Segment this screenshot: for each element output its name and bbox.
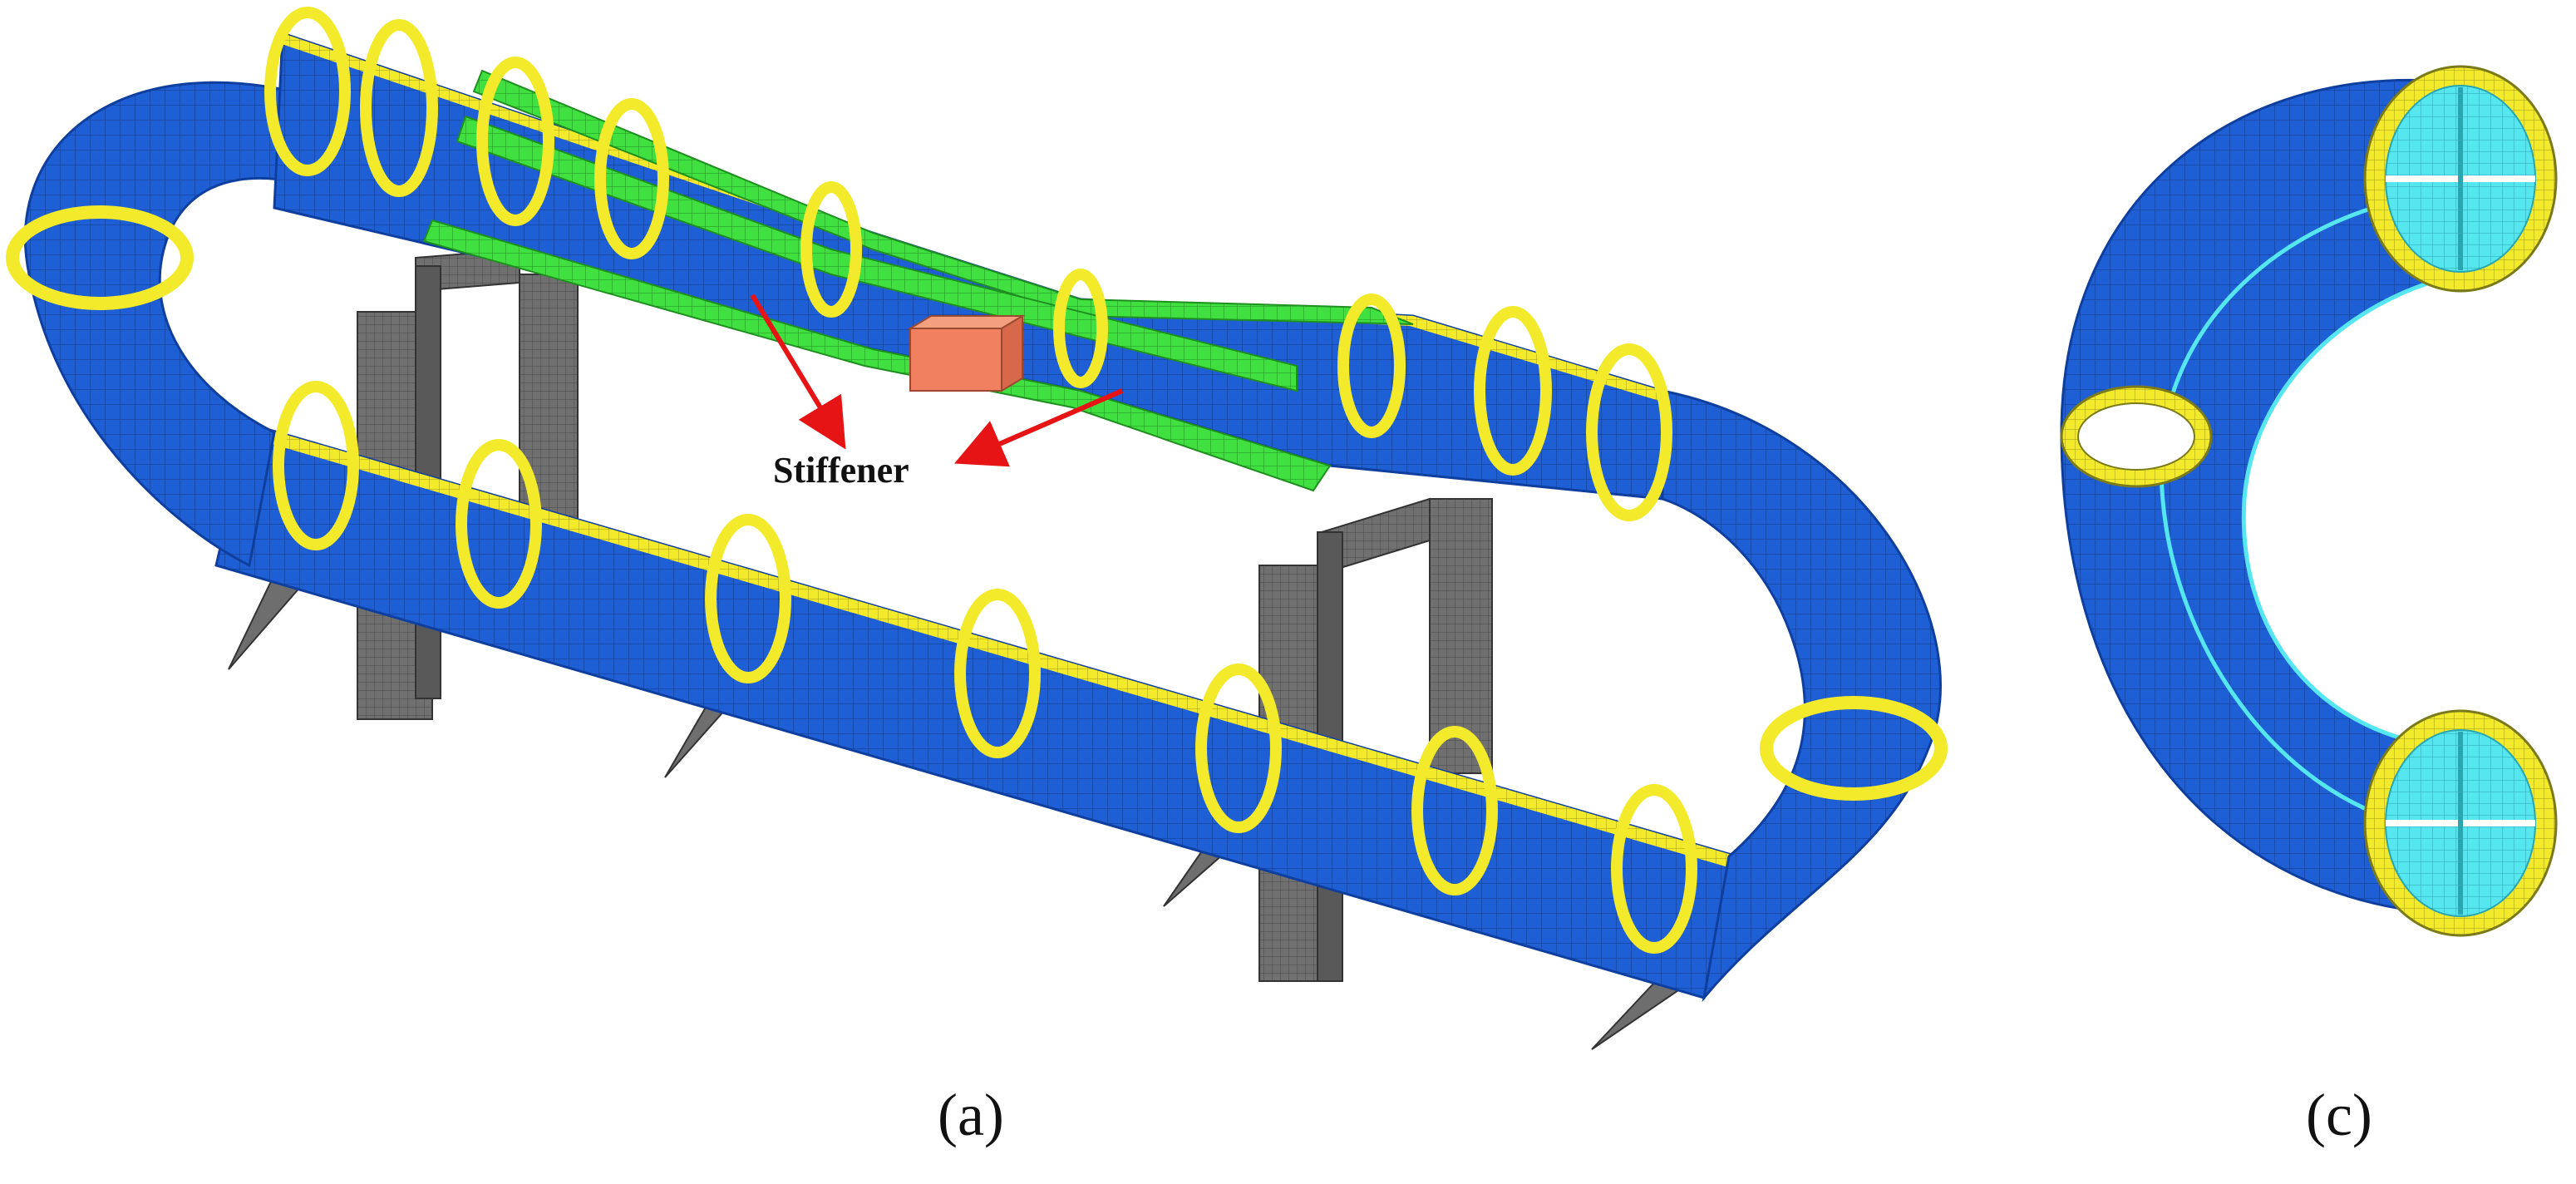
panel-a-model <box>6 7 1948 1050</box>
stiffener-arrow-left <box>750 294 846 450</box>
stiffener-arrows <box>750 294 1124 467</box>
left-bend <box>6 81 351 568</box>
section-top-opening <box>2363 65 2558 293</box>
right-bend <box>1661 389 1948 1003</box>
stiffener-arrow-right <box>953 388 1124 467</box>
panel-label-a: (a) <box>938 1082 1004 1148</box>
stiffener-label: Stiffener <box>773 450 909 491</box>
panel-c-model <box>2060 65 2558 937</box>
lower-pipe <box>214 422 1739 999</box>
panel-label-c: (c) <box>2306 1082 2372 1148</box>
section-bottom-opening <box>2363 709 2558 937</box>
ring-flanges <box>264 7 1697 954</box>
mass-block <box>907 314 1026 392</box>
